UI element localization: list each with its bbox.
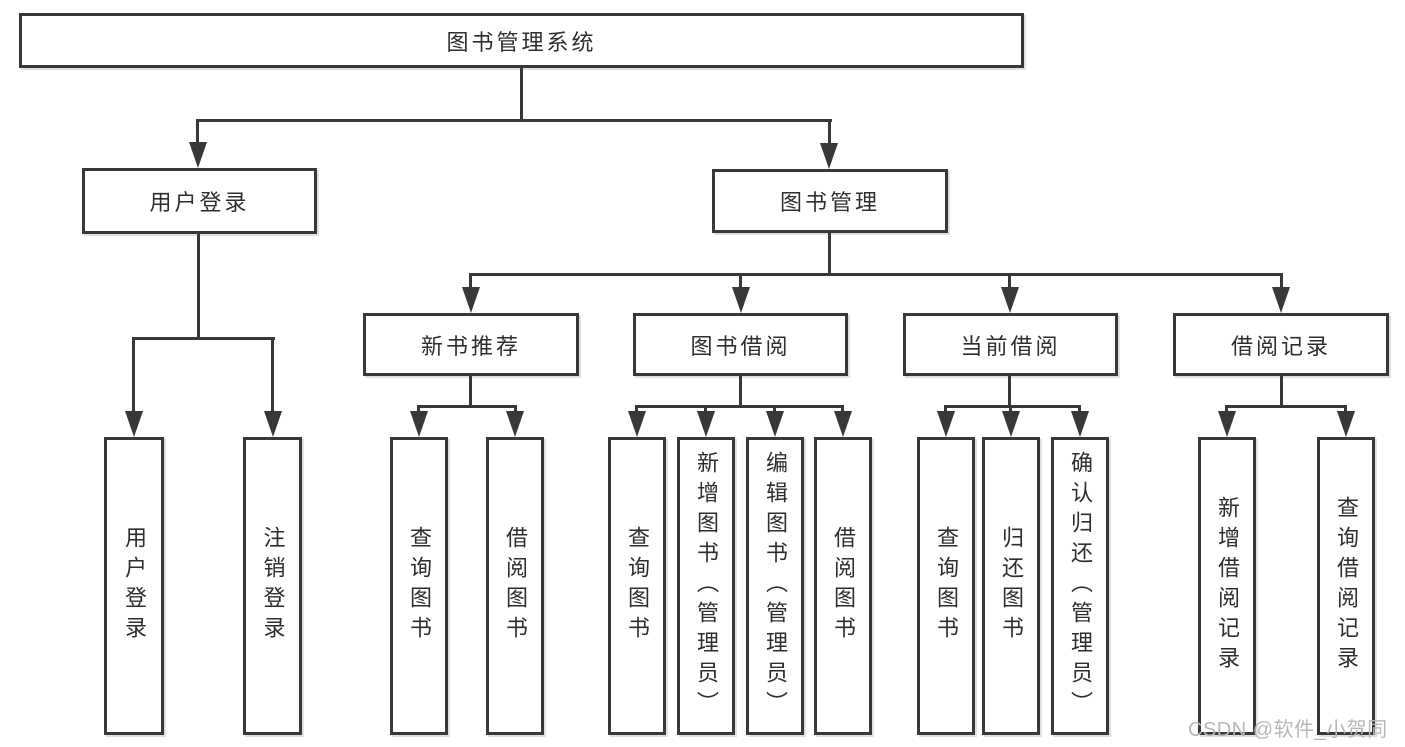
leaf-label: 归还图书 xyxy=(999,526,1024,646)
leaf-query-books: 查询图书 xyxy=(608,437,666,735)
connector-book-mgmt-rail xyxy=(469,273,1283,276)
connector-leaf-stub xyxy=(1225,405,1228,415)
leaf-add-books-admin: 新增图书（管理员） xyxy=(677,437,735,735)
leaf-label: 借阅图书 xyxy=(503,526,528,646)
connector-leaf-stub xyxy=(944,405,947,415)
connector-root-stem xyxy=(520,68,523,119)
connector-current-borrow-stem xyxy=(1008,376,1011,406)
arrowhead-leaf xyxy=(628,411,646,437)
connector-book-mgmt-stem xyxy=(828,233,831,276)
connector-leaf-stub xyxy=(704,405,707,415)
connector-to-book-mgmt xyxy=(828,119,831,145)
leaf-edit-books-admin: 编辑图书（管理员） xyxy=(746,437,804,735)
connector-book-borrow-stem xyxy=(739,376,742,406)
arrowhead-user-login xyxy=(189,142,207,168)
arrowhead-leaf xyxy=(766,411,784,437)
connector-to-current-borrow xyxy=(1008,273,1011,293)
connector-leaf-stub xyxy=(841,405,844,415)
arrowhead-leaf xyxy=(1337,411,1355,437)
arrowhead-leaf xyxy=(1071,411,1089,437)
connector-to-user-login xyxy=(196,119,199,145)
arrowhead-leaf xyxy=(1218,411,1236,437)
connector-borrow-record-rail xyxy=(1225,405,1347,408)
leaf-user-login: 用户登录 xyxy=(104,437,164,735)
leaf-label: 查询图书 xyxy=(407,526,432,646)
connector-leaf-stub xyxy=(514,405,517,415)
connector-user-login-stem xyxy=(197,234,200,337)
node-book-borrow: 图书借阅 xyxy=(633,313,848,376)
arrowhead-leaf-login xyxy=(125,411,143,437)
arrowhead-leaf-logout xyxy=(264,411,282,437)
arrowhead-leaf xyxy=(697,411,715,437)
connector-borrow-record-stem xyxy=(1280,376,1283,406)
arrowhead-book-mgmt xyxy=(820,143,838,169)
connector-root-rail xyxy=(196,119,832,122)
leaf-label: 新增图书（管理员） xyxy=(694,451,719,721)
connector-leaf-stub xyxy=(635,405,638,415)
connector-leaf-stub xyxy=(1344,405,1347,415)
leaf-return-books: 归还图书 xyxy=(982,437,1040,735)
csdn-watermark: CSDN @软件_小贺同学 xyxy=(1188,719,1388,741)
node-library-system: 图书管理系统 xyxy=(19,13,1024,68)
connector-to-new-book-rec xyxy=(469,273,472,293)
arrowhead-leaf xyxy=(410,411,428,437)
connector-book-borrow-rail xyxy=(635,405,844,408)
connector-to-borrow-record xyxy=(1280,273,1283,293)
leaf-query-borrow-record: 查询借阅记录 xyxy=(1317,437,1375,735)
leaf-label: 用户登录 xyxy=(122,526,147,646)
connector-to-leaf-login xyxy=(132,337,135,413)
connector-user-login-rail xyxy=(132,337,275,340)
leaf-label: 确认归还（管理员） xyxy=(1068,451,1093,721)
leaf-add-borrow-record: 新增借阅记录 xyxy=(1198,437,1256,735)
connector-current-borrow-rail xyxy=(944,405,1081,408)
arrowhead-leaf xyxy=(506,411,524,437)
arrowhead-leaf xyxy=(1002,411,1020,437)
leaf-label: 新增借阅记录 xyxy=(1215,496,1240,676)
connector-to-leaf-logout xyxy=(271,337,274,413)
node-borrow-record: 借阅记录 xyxy=(1173,313,1389,376)
connector-leaf-stub xyxy=(1009,405,1012,415)
leaf-label: 查询图书 xyxy=(625,526,650,646)
leaf-label: 编辑图书（管理员） xyxy=(763,451,788,721)
connector-leaf-stub xyxy=(417,405,420,415)
node-new-book-rec: 新书推荐 xyxy=(363,313,579,376)
node-user-login: 用户登录 xyxy=(82,168,317,234)
connector-new-book-rec-rail xyxy=(417,405,517,408)
leaf-borrow-books: 借阅图书 xyxy=(486,437,544,735)
leaf-label: 查询借阅记录 xyxy=(1334,496,1359,676)
connector-to-book-borrow xyxy=(739,273,742,293)
leaf-label: 注销登录 xyxy=(260,526,286,646)
leaf-query-books: 查询图书 xyxy=(390,437,448,735)
leaf-query-books: 查询图书 xyxy=(917,437,975,735)
leaf-label: 借阅图书 xyxy=(831,526,856,646)
arrowhead-leaf xyxy=(937,411,955,437)
node-current-borrow: 当前借阅 xyxy=(903,313,1118,376)
leaf-confirm-return-admin: 确认归还（管理员） xyxy=(1051,437,1109,735)
arrowhead-book-borrow xyxy=(732,287,750,313)
arrowhead-current-borrow xyxy=(1001,287,1019,313)
connector-leaf-stub xyxy=(773,405,776,415)
arrowhead-borrow-record xyxy=(1272,287,1290,313)
connector-new-book-rec-stem xyxy=(469,376,472,406)
leaf-borrow-books: 借阅图书 xyxy=(814,437,872,735)
arrowhead-leaf xyxy=(834,411,852,437)
arrowhead-new-book-rec xyxy=(462,287,480,313)
leaf-label: 查询图书 xyxy=(934,526,959,646)
connector-leaf-stub xyxy=(1078,405,1081,415)
leaf-logout: 注销登录 xyxy=(243,437,302,735)
node-book-mgmt: 图书管理 xyxy=(712,169,948,233)
